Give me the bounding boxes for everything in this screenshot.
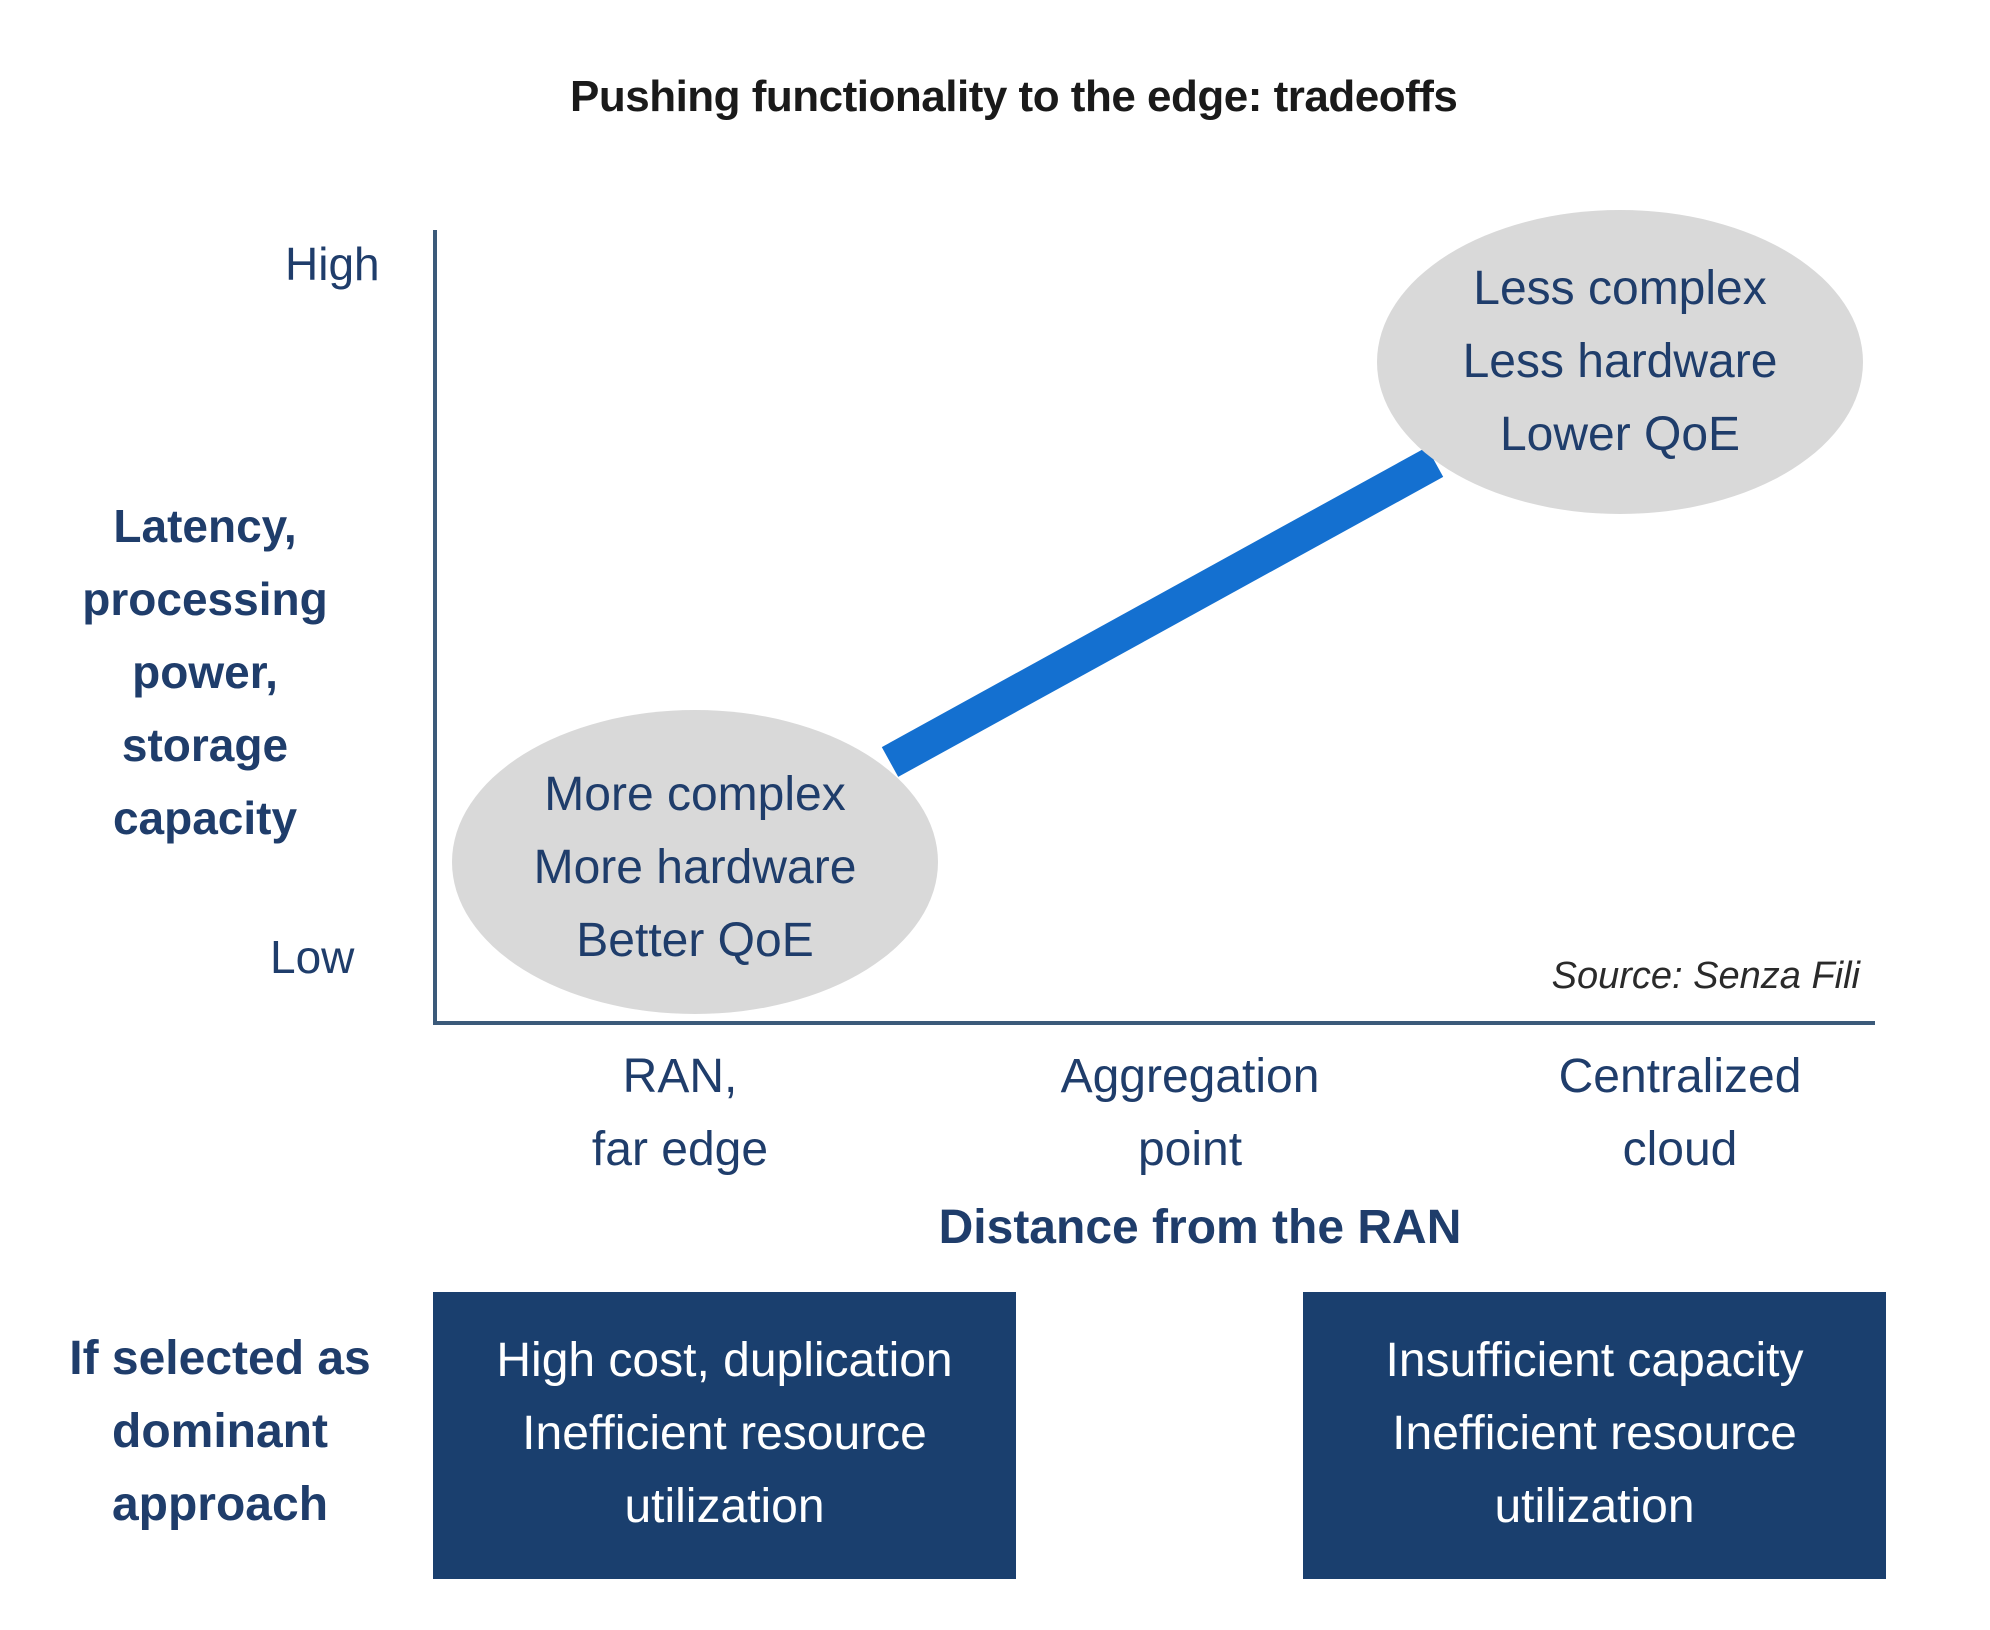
bubble-edge-line: Better QoE xyxy=(576,914,814,967)
edge-consequence-line: High cost, duplication xyxy=(496,1334,953,1387)
y-axis-label-line: power, xyxy=(132,646,278,698)
edge-consequence-line: utilization xyxy=(624,1480,825,1533)
cloud-consequence-line: utilization xyxy=(1494,1480,1695,1533)
bubble-cloud-line: Less complex xyxy=(1473,262,1767,315)
y-axis-label-line: capacity xyxy=(112,792,298,844)
dominant-approach-label-line: If selected as xyxy=(69,1332,371,1385)
x-category-line: Centralized xyxy=(1558,1050,1802,1103)
x-axis-label: Distance from the RAN xyxy=(938,1201,1462,1254)
x-category-line: far edge xyxy=(591,1123,769,1176)
cloud-consequence-box: Insufficient capacity Inefficient resour… xyxy=(1303,1292,1886,1579)
cloud-consequence-line: Insufficient capacity xyxy=(1385,1334,1804,1387)
y-tick-low: Low xyxy=(270,931,355,983)
trend-line xyxy=(881,447,1444,777)
bubble-edge-line: More complex xyxy=(544,768,846,821)
x-category-cloud: Centralized cloud xyxy=(1520,1040,1840,1186)
y-tick-high: High xyxy=(285,238,380,290)
bubble-edge-line: More hardware xyxy=(533,841,857,894)
bubble-cloud-line: Lower QoE xyxy=(1499,408,1741,461)
dominant-approach-label-line: approach xyxy=(111,1478,329,1531)
x-category-ran: RAN, far edge xyxy=(530,1040,830,1186)
x-category-line: Aggregation xyxy=(1060,1050,1320,1103)
edge-consequence-line: Inefficient resource xyxy=(522,1407,927,1460)
dominant-approach-label-line: dominant xyxy=(112,1405,328,1458)
bubble-edge-text: More complex More hardware Better QoE xyxy=(460,758,930,977)
y-axis-label-line: processing xyxy=(82,573,328,625)
x-category-line: cloud xyxy=(1622,1123,1738,1176)
x-category-line: point xyxy=(1137,1123,1243,1176)
edge-consequence-box: High cost, duplication Inefficient resou… xyxy=(433,1292,1016,1579)
y-axis-label-line: Latency, xyxy=(113,500,297,552)
bubble-edge xyxy=(452,710,938,1014)
chart-title: Pushing functionality to the edge: trade… xyxy=(570,72,1458,121)
x-category-line: RAN, xyxy=(622,1050,738,1103)
y-axis-label-line: storage xyxy=(121,719,289,771)
bubble-cloud-line: Less hardware xyxy=(1462,335,1778,388)
cloud-consequence-line: Inefficient resource xyxy=(1392,1407,1797,1460)
y-axis-label: Latency, processing power, storage capac… xyxy=(40,490,370,855)
source-annotation: Source: Senza Fili xyxy=(1551,955,1860,997)
bubble-cloud-text: Less complex Less hardware Lower QoE xyxy=(1390,252,1850,471)
x-category-aggregation: Aggregation point xyxy=(1020,1040,1360,1186)
dominant-approach-label: If selected as dominant approach xyxy=(20,1322,420,1541)
bubble-cloud xyxy=(1377,210,1863,514)
